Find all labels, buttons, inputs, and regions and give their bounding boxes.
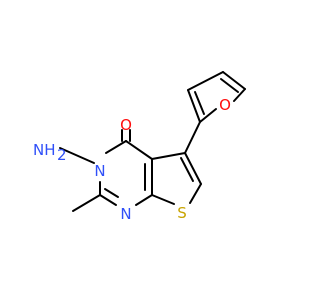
atom-n-amino: NH [33, 141, 56, 159]
bond-furan-c2-o [199, 108, 217, 123]
molecule-canvas: O O NH 2 N N S [33, 71, 246, 223]
bond-furan-o-c5 [233, 88, 246, 102]
bond-c4-n3 [105, 140, 127, 154]
bond-c2-ch3 [72, 194, 101, 212]
bond-c6-c5 [184, 152, 202, 185]
bond-n1-c7a [135, 194, 153, 206]
bond-furan-c3-c2 [187, 89, 201, 123]
bond-furan-c4-c3 [187, 71, 224, 91]
bond-n3-nh2 [59, 147, 95, 164]
bond-c7a-s [151, 194, 175, 205]
bond-furan-c5-c4 [222, 71, 246, 90]
bond-c5-c4a [151, 152, 186, 160]
atom-n3: N [94, 162, 105, 180]
atom-o-furan: O [219, 96, 231, 114]
bond-c2-n1-double [104, 188, 119, 198]
bond-c5-furan [184, 121, 201, 154]
atom-o-carbonyl: O [120, 116, 132, 134]
atom-labels: O O NH 2 N N S [33, 96, 231, 223]
bond-s-c6 [189, 183, 202, 204]
bond-c6-c5-double [180, 157, 194, 182]
atom-amino-group: NH 2 [33, 141, 67, 164]
atom-s: S [177, 204, 187, 222]
bonds [59, 71, 246, 212]
atom-n1: N [120, 205, 131, 223]
bond-c2-n1 [99, 194, 117, 206]
molecule-structure: O O NH 2 N N S [33, 71, 246, 223]
bond-furan-c3-c2-double [194, 91, 205, 115]
bond-c4a-c4 [125, 140, 153, 160]
atom-n-amino-subscript: 2 [57, 146, 67, 164]
bond-furan-c5-c4-double [220, 78, 239, 93]
